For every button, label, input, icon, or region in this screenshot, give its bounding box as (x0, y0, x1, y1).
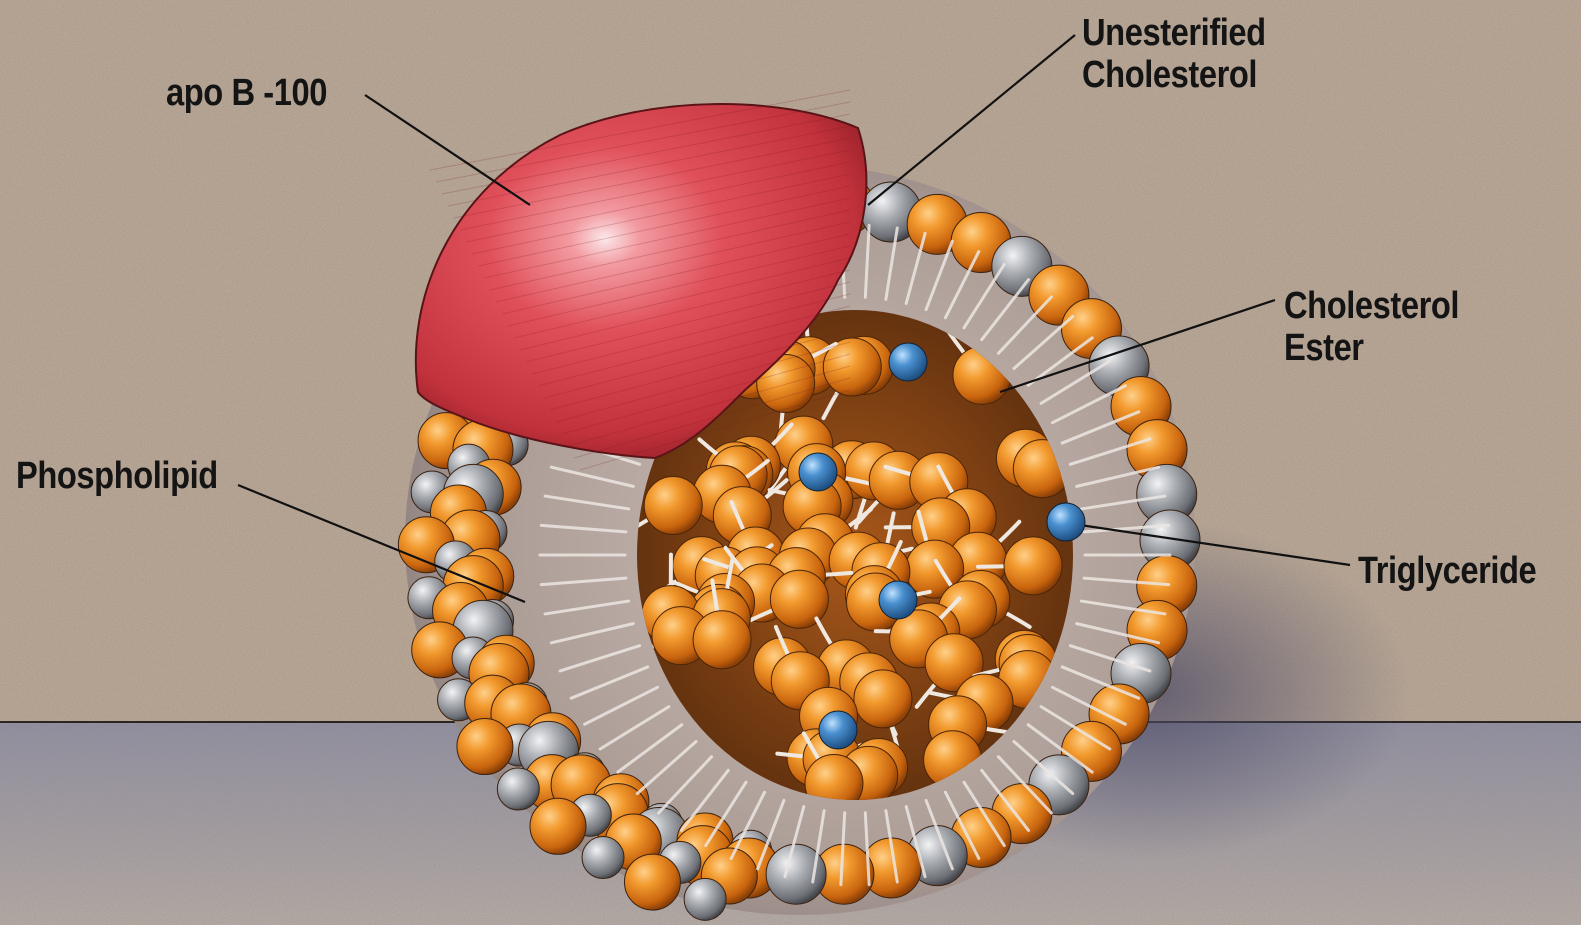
cholesterol-ester-ball (644, 477, 702, 535)
phospholipid-head-gray (684, 878, 726, 920)
phospholipid-head-gray (497, 768, 539, 810)
label-phospholipid: Phospholipid (16, 455, 218, 497)
triglyceride-marker (1047, 503, 1085, 541)
label-apo-b-100: apo B -100 (166, 72, 327, 114)
cholesterol-ester-ball (770, 570, 828, 628)
cholesterol-molecule (879, 581, 917, 619)
cholesterol-molecule (799, 453, 837, 491)
label-triglyceride: Triglyceride (1358, 550, 1536, 592)
label-cholesterol-ester: Cholesterol Ester (1284, 285, 1459, 369)
cholesterol-ester-ball (693, 611, 751, 669)
phospholipid-head-orange (457, 719, 513, 775)
phospholipid-head-orange (530, 798, 586, 854)
cholesterol-ester-ball (1004, 537, 1062, 595)
cholesterol-molecule (819, 711, 857, 749)
cholesterol-molecule (889, 343, 927, 381)
phospholipid-head-orange (624, 854, 680, 910)
cholesterol-ester-ball (854, 670, 912, 728)
phospholipid-head-gray (582, 837, 624, 879)
label-unesterified-cholesterol: Unesterified Cholesterol (1082, 12, 1266, 96)
